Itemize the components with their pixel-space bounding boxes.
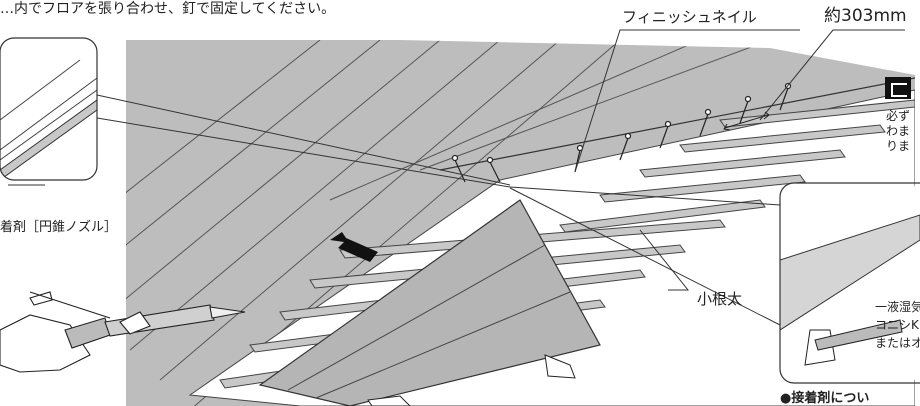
inset-adhesive-line-3: またはオ xyxy=(875,336,920,350)
inset-adhesive-line-2: コニシK xyxy=(875,318,919,332)
adhesive-gun xyxy=(0,291,246,373)
leader-lines xyxy=(96,29,905,326)
finish-nails xyxy=(451,82,792,183)
joist-label: 小根太 xyxy=(697,290,743,308)
note-line-3: りま xyxy=(886,139,911,153)
inset-edge-closeup xyxy=(0,37,98,186)
note-line-1: 必ず xyxy=(886,109,911,123)
finish-nail-label: フィニッシュネイル xyxy=(622,8,757,26)
hands xyxy=(367,354,576,406)
spacing-dimension xyxy=(723,111,770,131)
direction-arrow xyxy=(330,232,378,262)
adhesive-section-heading: ●接着剤につい xyxy=(780,391,870,406)
inset-adhesive-closeup xyxy=(779,182,920,384)
new-panel xyxy=(258,199,601,406)
inset-adhesive-line-1: 一液湿気 xyxy=(875,300,920,314)
note-line-2: わま xyxy=(886,124,911,138)
adhesive-nozzle-label: 着剤［円錐ノズル］ xyxy=(0,220,118,235)
spacing-label: 約303mm xyxy=(824,6,907,26)
note-icon xyxy=(885,77,911,99)
instruction-text: …内でフロアを張り合わせ、釘で固定してください。 xyxy=(0,1,336,17)
